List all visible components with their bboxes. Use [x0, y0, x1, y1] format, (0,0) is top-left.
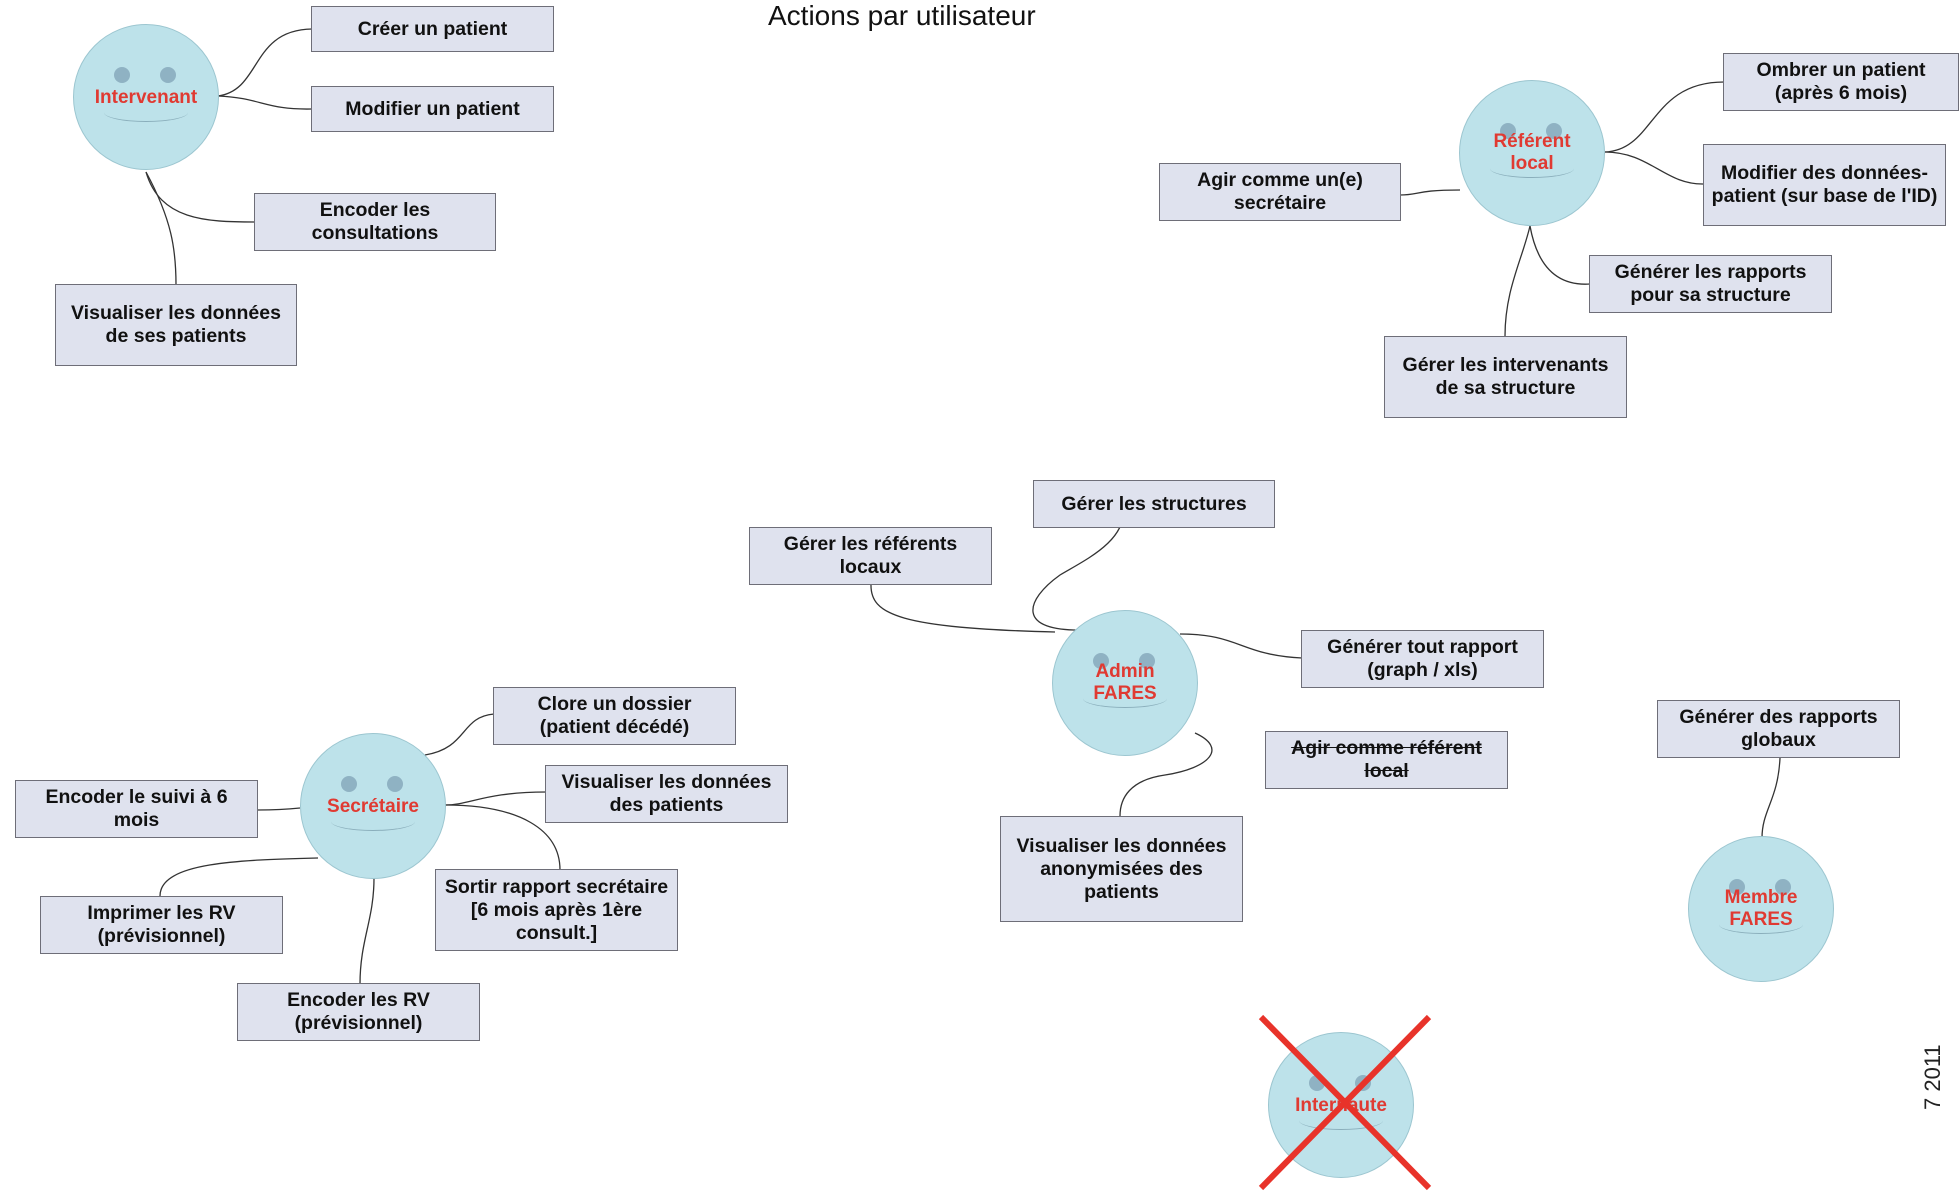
action-ombrer-patient: Ombrer un patient (après 6 mois) [1723, 53, 1959, 111]
action-visualiser-anonymisees: Visualiser les données anonymisées des p… [1000, 816, 1243, 922]
eye-icon [1729, 879, 1745, 895]
connector [444, 791, 547, 806]
eye-icon [1139, 653, 1155, 669]
connector [1119, 732, 1213, 817]
action-gerer-referents: Gérer les référents locaux [749, 527, 992, 585]
action-modifier-donnees-patient: Modifier des données-patient (sur base d… [1703, 144, 1946, 226]
action-creer-patient: Créer un patient [311, 6, 554, 52]
side-date-note: 7 2011 [1920, 1044, 1945, 1110]
eye-icon [114, 67, 130, 83]
diagram-title: Actions par utilisateur [768, 0, 1036, 31]
actor-label: Membre FARES [1724, 887, 1798, 930]
smile-icon [1299, 1111, 1383, 1130]
connector [1504, 225, 1531, 337]
action-generer-rapports-structure: Générer les rapports pour sa structure [1589, 255, 1832, 313]
actor-admin-fares: Admin FARES [1052, 610, 1198, 756]
action-agir-referent-local: Agir comme référent local [1265, 731, 1508, 789]
connector [359, 877, 375, 985]
eye-icon [1093, 653, 1109, 669]
actor-referent-local: Référent local [1459, 80, 1605, 226]
eye-icon [387, 776, 403, 792]
actor-label: Référent local [1493, 131, 1571, 174]
action-gerer-intervenants: Gérer les intervenants de sa structure [1384, 336, 1627, 418]
connector [217, 95, 313, 110]
actor-label: Intervenant [94, 87, 198, 108]
actor-intervenant: Intervenant [73, 24, 219, 170]
eye-icon [1775, 879, 1791, 895]
action-gerer-structures: Gérer les structures [1033, 480, 1275, 528]
action-modifier-patient: Modifier un patient [311, 86, 554, 132]
smile-icon [104, 103, 188, 122]
eye-icon [160, 67, 176, 83]
action-generer-rapports-globaux: Générer des rapports globaux [1657, 700, 1900, 758]
actor-membre-fares: Membre FARES [1688, 836, 1834, 982]
connector [1399, 189, 1461, 196]
connector [1032, 504, 1125, 631]
connector [870, 583, 1056, 633]
connector [1529, 225, 1591, 285]
connector [145, 171, 177, 286]
action-sortir-rapport: Sortir rapport secrétaire [6 mois après … [435, 869, 678, 951]
smile-icon [331, 812, 415, 831]
action-clore-dossier: Clore un dossier (patient décédé) [493, 687, 736, 745]
smile-icon [1490, 159, 1574, 178]
smile-icon [1719, 915, 1803, 934]
action-imprimer-rv: Imprimer les RV (prévisionnel) [40, 896, 283, 954]
action-visualiser-donnees-patients: Visualiser les données des patients [545, 765, 788, 823]
eye-icon [341, 776, 357, 792]
connector [444, 804, 561, 871]
actor-label: Admin FARES [1093, 661, 1157, 704]
action-visualiser-ses-patients: Visualiser les données de ses patients [55, 284, 297, 366]
connector [1604, 151, 1705, 185]
connector [159, 857, 319, 897]
actor-label: Secrétaire [327, 796, 419, 817]
connector [424, 713, 495, 756]
connector [1179, 633, 1303, 659]
eye-icon [1500, 123, 1516, 139]
cross-out-icon [1258, 1014, 1432, 1191]
connector [145, 171, 256, 223]
connector [257, 807, 301, 811]
connector [1604, 81, 1725, 153]
action-generer-tout-rapport: Générer tout rapport (graph / xls) [1301, 630, 1544, 688]
smile-icon [1083, 689, 1167, 708]
connector [1761, 757, 1781, 839]
action-agir-secretaire: Agir comme un(e) secrétaire [1159, 163, 1401, 221]
action-encoder-rv: Encoder les RV (prévisionnel) [237, 983, 480, 1041]
actor-secretaire: Secrétaire [300, 733, 446, 879]
eye-icon [1546, 123, 1562, 139]
action-encoder-consultations: Encoder les consultations [254, 193, 496, 251]
connector [217, 28, 313, 97]
action-encoder-suivi: Encoder le suivi à 6 mois [15, 780, 258, 838]
